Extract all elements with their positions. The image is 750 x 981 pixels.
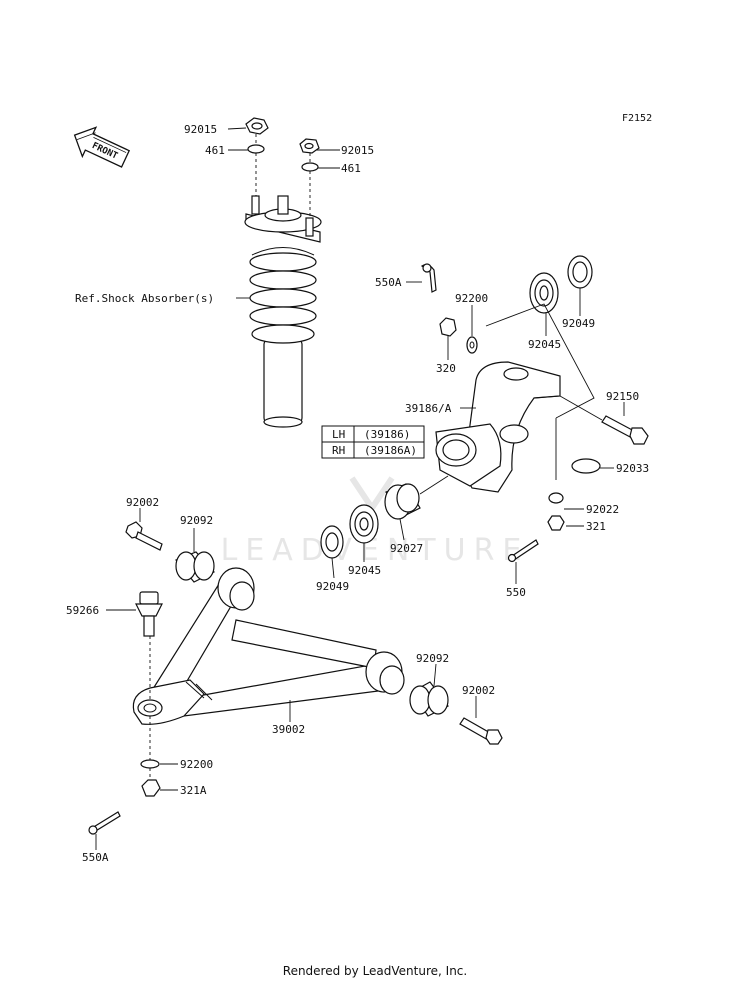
washer-92200-low-icon: [140, 759, 160, 769]
callout-39002: 39002: [272, 723, 305, 736]
callout-92092-left: 92092: [180, 514, 213, 527]
footer-credit: Rendered by LeadVenture, Inc.: [283, 964, 467, 978]
bearing-92045-top-icon: [529, 272, 559, 314]
seal-92049-low-icon: [320, 525, 344, 559]
callout-550: 550: [506, 586, 526, 599]
bearing-92045-low-icon: [349, 504, 379, 544]
callout-550A-low: 550A: [82, 851, 109, 864]
callout-39186A: 39186/A: [405, 402, 452, 415]
cotter-pin-550-icon: [507, 539, 539, 563]
callout-320: 320: [436, 362, 456, 375]
watermark: LEADVENTURE: [221, 533, 530, 568]
table-row-rh-part: (39186A): [364, 444, 417, 457]
ref-shock-absorber-label: Ref.Shock Absorber(s): [75, 292, 214, 305]
callout-92092-right: 92092: [416, 652, 449, 665]
washer-92022-icon: [548, 492, 564, 504]
side-table: LH (39186) RH (39186A): [321, 425, 425, 459]
retaining-ring-92033-icon: [571, 458, 601, 474]
bolt-92002-right-icon: [459, 717, 503, 745]
spring: [249, 252, 317, 344]
callout-92015-right: 92015: [341, 144, 374, 157]
castle-nut-320-icon: [439, 317, 457, 337]
castle-nut-321-icon: [547, 515, 565, 531]
callout-92002-right: 92002: [462, 684, 495, 697]
callout-92045-low: 92045: [348, 564, 381, 577]
nut-92015-left-icon: [245, 117, 269, 135]
washer-92200-top-icon: [466, 336, 478, 354]
callout-92002-left: 92002: [126, 496, 159, 509]
callout-92033: 92033: [616, 462, 649, 475]
callout-92200-top: 92200: [455, 292, 488, 305]
callout-92200-low: 92200: [180, 758, 213, 771]
bolt-92150-icon: [601, 415, 649, 445]
a-arm-39002: [132, 567, 405, 725]
bushing-92092-left-icon: [175, 551, 215, 583]
callout-92049-low: 92049: [316, 580, 349, 593]
callout-59266: 59266: [66, 604, 99, 617]
callout-92015-left: 92015: [184, 123, 217, 136]
washer-461-left-icon: [247, 144, 265, 154]
steering-knuckle: [435, 361, 561, 493]
callout-92049-top: 92049: [562, 317, 595, 330]
shock-absorber: [244, 117, 322, 428]
callout-92022: 92022: [586, 503, 619, 516]
bolt-92002-left-icon: [125, 521, 163, 551]
washer-461-right-icon: [301, 162, 319, 172]
cotter-pin-550A-low-icon: [88, 811, 121, 835]
cotter-pin-550A-top-icon: [420, 263, 437, 293]
seal-92049-top-icon: [567, 255, 593, 289]
table-row-lh-side: LH: [332, 428, 345, 441]
castle-nut-321A-icon: [141, 779, 161, 797]
callout-92150: 92150: [606, 390, 639, 403]
callout-321A: 321A: [180, 784, 207, 797]
bushing-92092-right-icon: [409, 681, 449, 717]
callout-321: 321: [586, 520, 606, 533]
ball-joint-59266-icon: [135, 591, 163, 637]
callout-461-right: 461: [341, 162, 361, 175]
callout-550A-top: 550A: [375, 276, 402, 289]
callout-92027: 92027: [390, 542, 423, 555]
bushing-92027-icon: [384, 483, 421, 520]
front-arrow-icon: FRONT: [73, 126, 131, 168]
table-row-rh-side: RH: [332, 444, 345, 457]
figure-code: F2152: [622, 113, 652, 124]
callout-92045-top: 92045: [528, 338, 561, 351]
table-row-lh-part: (39186): [364, 428, 410, 441]
callout-461-left: 461: [205, 144, 225, 157]
nut-92015-right-icon: [299, 138, 320, 154]
